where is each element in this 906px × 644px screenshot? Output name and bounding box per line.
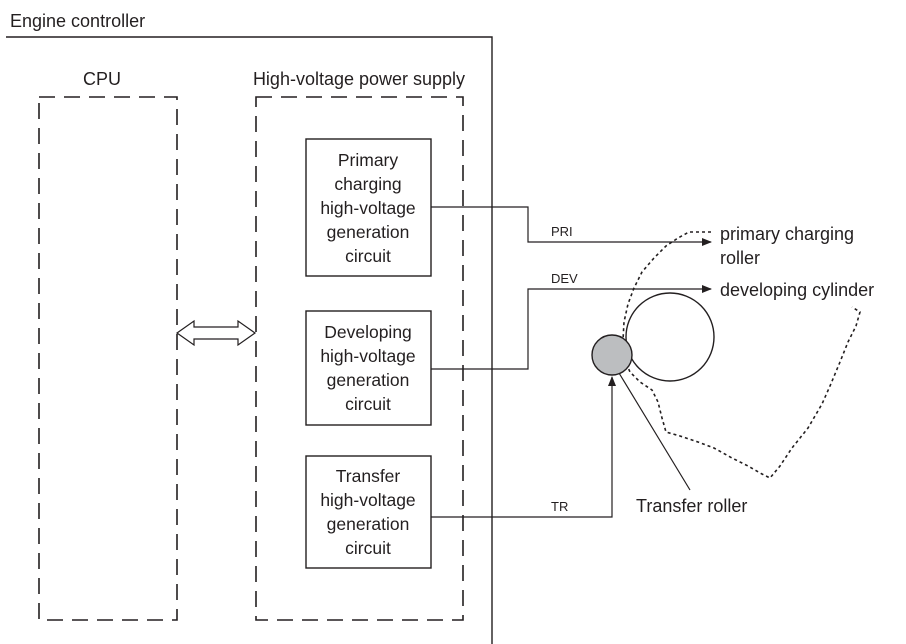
- pri-signal-line: [431, 206, 712, 246]
- developing-circuit: Developing high-voltage generation circu…: [305, 310, 432, 426]
- bidirectional-bus-arrow: [175, 319, 257, 347]
- developing-circuit-line-2: high-voltage: [320, 346, 415, 366]
- transfer-roller-label: Transfer roller: [636, 496, 747, 516]
- transfer-circuit-line-4: circuit: [345, 538, 391, 558]
- engine-controller-label: Engine controller: [10, 11, 145, 31]
- developing-circuit-line-3: generation: [327, 370, 410, 390]
- tr-signal-line: [431, 376, 616, 518]
- primary-roller-label-line-2: roller: [720, 248, 760, 268]
- primary-circuit-line-1: Primary: [338, 150, 399, 170]
- primary-circuit-line-3: high-voltage: [320, 198, 415, 218]
- pri-signal-label: PRI: [551, 224, 573, 239]
- hv-supply-label: High-voltage power supply: [253, 69, 465, 89]
- transfer-circuit: Transfer high-voltage generation circuit: [305, 455, 432, 569]
- developing-cylinder-label: developing cylinder: [720, 280, 874, 300]
- transfer-roller-leader: [618, 372, 691, 491]
- primary-circuit-line-4: generation: [327, 222, 410, 242]
- dev-signal-label: DEV: [551, 271, 578, 286]
- cartridge-outline: [622, 231, 861, 479]
- transfer-circuit-line-1: Transfer: [336, 466, 401, 486]
- primary-charging-circuit: Primary charging high-voltage generation…: [305, 138, 432, 277]
- primary-roller-label-line-1: primary charging: [720, 224, 854, 244]
- dev-signal-line: [431, 285, 712, 370]
- primary-circuit-line-5: circuit: [345, 246, 391, 266]
- primary-circuit-line-2: charging: [334, 174, 401, 194]
- engine-controller-frame: [6, 36, 493, 644]
- hv-supply-block: [255, 96, 464, 621]
- developing-circuit-line-4: circuit: [345, 394, 391, 414]
- transfer-roller: [591, 334, 633, 376]
- tr-signal-label: TR: [551, 499, 568, 514]
- transfer-circuit-line-2: high-voltage: [320, 490, 415, 510]
- transfer-circuit-line-3: generation: [327, 514, 410, 534]
- cpu-block: [38, 96, 178, 621]
- developing-cylinder: [625, 292, 715, 382]
- cpu-label: CPU: [83, 69, 121, 89]
- developing-circuit-line-1: Developing: [324, 322, 412, 342]
